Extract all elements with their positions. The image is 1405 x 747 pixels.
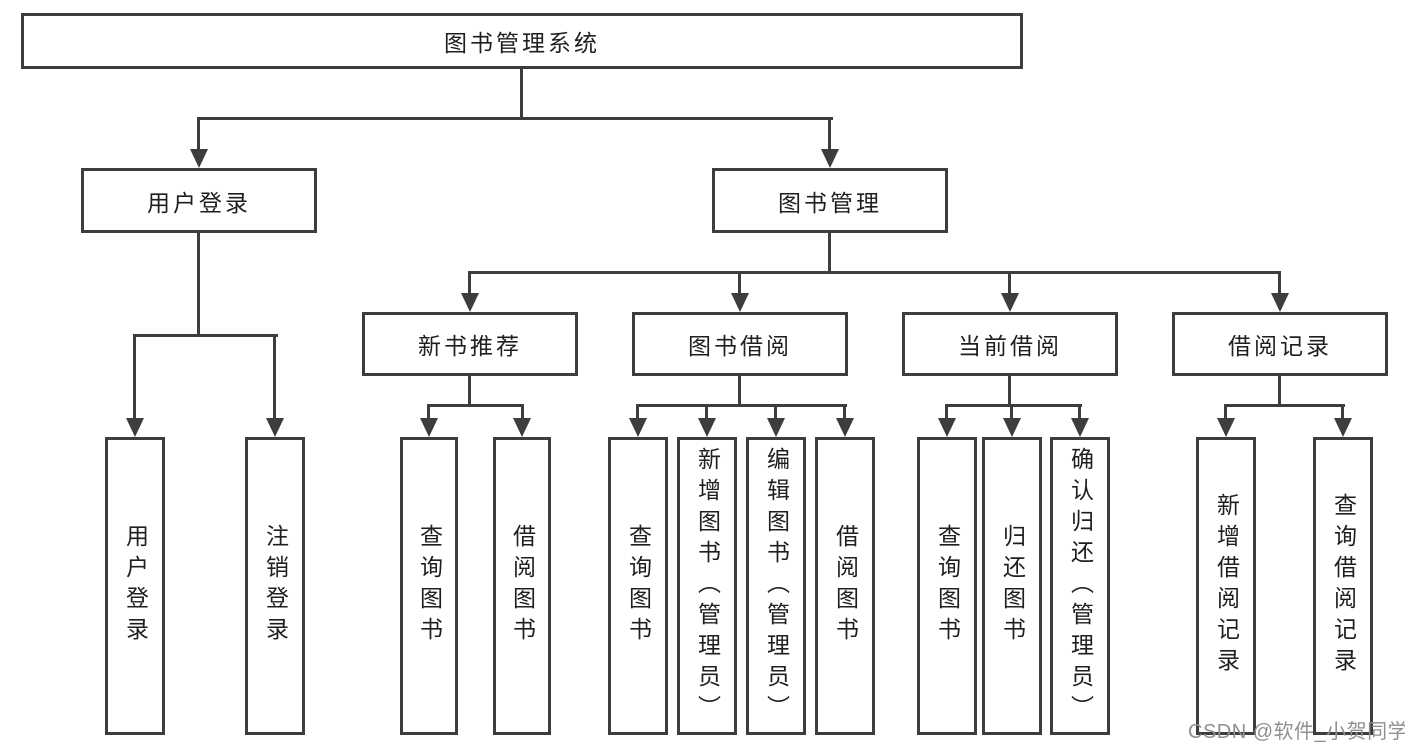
connector-drop-leaf [521,404,524,420]
leaf-return-book: 归还图书 [982,437,1042,735]
arrow-down-icon [731,293,749,312]
csdn-watermark: CSDN @软件_小贺同学 [1188,721,1405,743]
connector-current-borrowing-bar [945,404,1082,407]
node-book-management: 图书管理 [712,168,948,233]
arrow-down-icon [698,418,716,437]
connector-drop-node [738,271,741,295]
connector-drop-leaf [1224,404,1227,420]
connector-drop-leaf [1341,404,1344,420]
connector-drop-node [468,271,471,295]
leaf-query-books-current: 查询图书 [917,437,977,735]
leaf-logout: 注销登录 [245,437,305,735]
leaf-label: 用户登录 [122,524,149,648]
connector-drop-leaf [1010,404,1013,420]
connector-drop-leaf [273,334,276,420]
arrow-down-icon [420,418,438,437]
connector-new-books-stem [468,373,471,407]
connector-user-login-stem [197,233,200,336]
leaf-label: 借阅图书 [832,524,859,648]
connector-drop-leaf [945,404,948,420]
connector-drop-node [1008,271,1011,295]
leaf-borrow-books-recommend: 借阅图书 [493,437,551,735]
connector-drop-leaf [133,334,136,420]
leaf-label: 注销登录 [262,524,289,648]
arrow-down-icon [1271,293,1289,312]
leaf-label: 查询图书 [416,524,443,648]
node-user-login: 用户登录 [81,168,317,233]
connector-book-borrowing-stem [738,373,741,407]
connector-book-management-stem [828,233,831,274]
connector-book-management-bar [468,271,1281,274]
leaf-label: 新增图书（管理员） [694,446,721,726]
connector-user-login-bar [133,334,278,337]
leaf-label: 编辑图书（管理员） [763,446,790,726]
leaf-query-books-borrowing: 查询图书 [608,437,668,735]
leaf-edit-book-admin: 编辑图书（管理员） [746,437,806,735]
connector-borrowing-records-stem [1278,373,1281,407]
connector-drop-leaf [705,404,708,420]
leaf-query-borrowing-record: 查询借阅记录 [1313,437,1373,735]
leaf-label: 确认归还（管理员） [1067,446,1094,726]
leaf-label: 借阅图书 [509,524,536,648]
arrow-down-icon [1071,418,1089,437]
connector-drop-book-management [828,117,831,151]
arrow-down-icon [266,418,284,437]
node-book-borrowing: 图书借阅 [632,312,848,376]
leaf-label: 查询图书 [625,524,652,648]
arrow-down-icon [1217,418,1235,437]
arrow-down-icon [629,418,647,437]
connector-drop-user-login [197,117,200,151]
connector-drop-node [1278,271,1281,295]
node-new-book-recommendation: 新书推荐 [362,312,578,376]
arrow-down-icon [461,293,479,312]
node-library-management-system: 图书管理系统 [21,13,1023,69]
arrow-down-icon [1003,418,1021,437]
connector-drop-leaf [1078,404,1081,420]
leaf-label: 查询图书 [934,524,961,648]
connector-drop-leaf [843,404,846,420]
leaf-add-borrowing-record: 新增借阅记录 [1196,437,1256,735]
connector-drop-leaf [774,404,777,420]
arrow-down-icon [1334,418,1352,437]
connector-root-stem [520,67,523,119]
arrow-down-icon [513,418,531,437]
arrow-down-icon [836,418,854,437]
node-borrowing-records: 借阅记录 [1172,312,1388,376]
leaf-query-books-recommend: 查询图书 [400,437,458,735]
leaf-label: 新增借阅记录 [1213,493,1240,679]
arrow-down-icon [126,418,144,437]
connector-current-borrowing-stem [1008,373,1011,407]
leaf-add-book-admin: 新增图书（管理员） [677,437,737,735]
leaf-borrow-books: 借阅图书 [815,437,875,735]
connector-new-books-bar [427,404,524,407]
node-current-borrowing: 当前借阅 [902,312,1118,376]
leaf-confirm-return-admin: 确认归还（管理员） [1050,437,1110,735]
arrow-down-icon [190,149,208,168]
connector-drop-leaf [427,404,430,420]
arrow-down-icon [821,149,839,168]
leaf-user-login: 用户登录 [105,437,165,735]
leaf-label: 查询借阅记录 [1330,493,1357,679]
arrow-down-icon [938,418,956,437]
connector-drop-leaf [636,404,639,420]
connector-book-borrowing-bar [636,404,847,407]
arrow-down-icon [767,418,785,437]
leaf-label: 归还图书 [999,524,1026,648]
connector-root-bar [197,117,833,120]
connector-borrowing-records-bar [1224,404,1345,407]
arrow-down-icon [1001,293,1019,312]
